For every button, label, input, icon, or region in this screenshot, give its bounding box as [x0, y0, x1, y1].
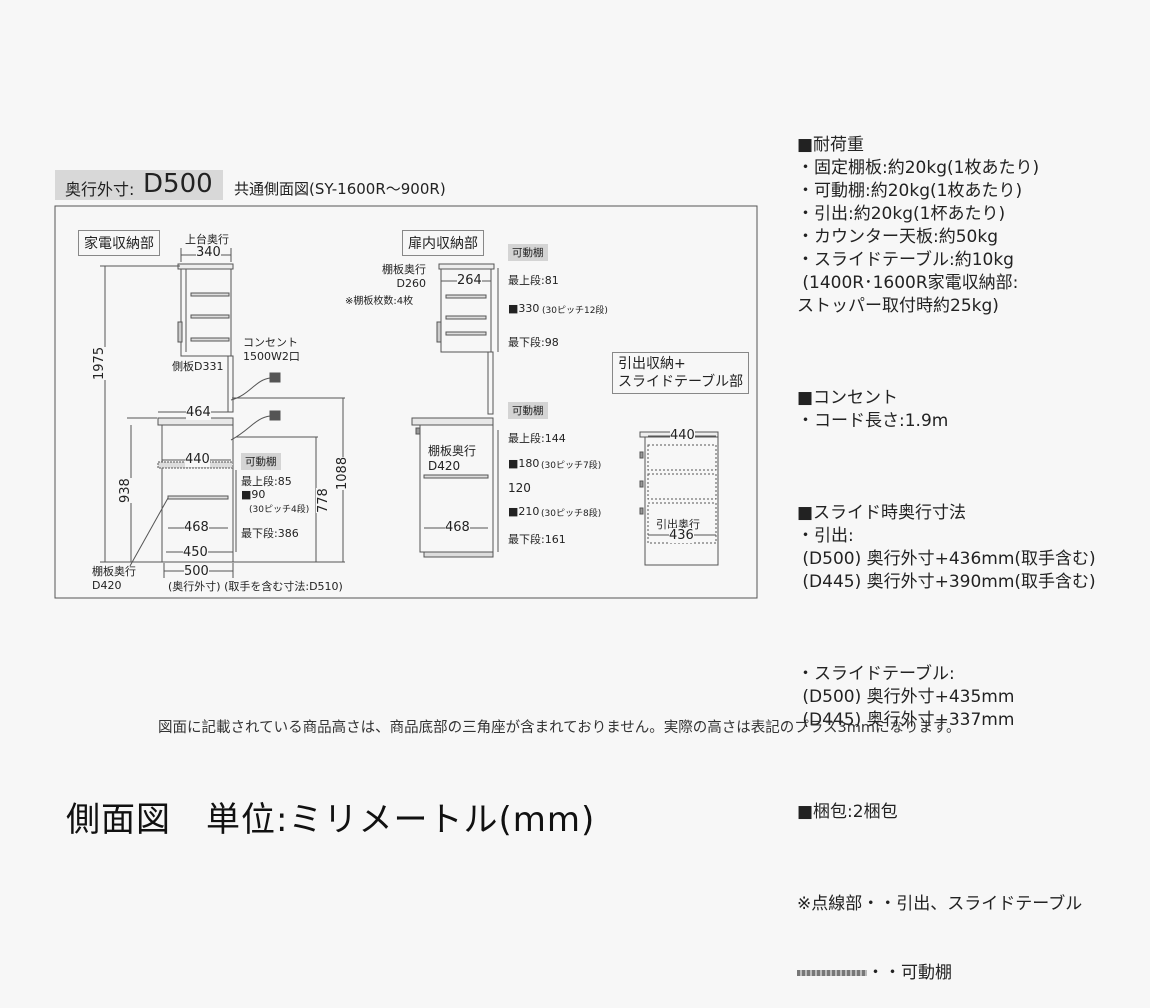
width-450: 450	[183, 545, 208, 560]
door-pitch-lower-b-note: (30ピッチ8段)	[541, 509, 602, 519]
depth-value: D500	[143, 169, 213, 199]
door-shelf-depth: 棚板奥行 D260	[382, 263, 426, 290]
spec-packing: ■梱包:2梱包	[797, 802, 898, 822]
diagram-subtitle: 共通側面図(SY-1600R〜900R)	[234, 180, 446, 198]
depth-label: 奥行外寸:	[65, 180, 135, 199]
door-pitch-lower-a: ■180	[508, 457, 540, 470]
door-h120: 120	[508, 481, 531, 495]
outer-depth-note: (奥行外寸) (取手を含む寸法:D510)	[168, 580, 343, 593]
door-pitch-lower-a-note: (30ピッチ7段)	[541, 461, 602, 471]
appliance-cabinet	[100, 248, 345, 578]
appliance-shelf-depth: 棚板奥行 D420	[92, 565, 136, 592]
depth-badge: 奥行外寸: D500	[55, 169, 223, 200]
dashed-line-sample	[797, 970, 867, 976]
movable-shelf-tag: 可動棚	[241, 453, 281, 470]
specifications: ■耐荷重 ・固定棚板:約20kg(1枚あたり) ・可動棚:約20kg(1枚あたり…	[797, 88, 1096, 1008]
outlet-label: コンセント 1500W2口	[243, 336, 300, 363]
section-door: 扉内収納部	[402, 230, 484, 256]
door-shelf-count: ※棚板枚数:4枚	[345, 296, 414, 307]
page-title: 側面図 単位:ミリメートル(mm)	[66, 800, 596, 840]
door-pitch-upper: ■330	[508, 302, 540, 315]
spec-outlet: ■コンセント ・コード長さ:1.9m	[797, 388, 949, 431]
appliance-pitch: ■90	[241, 488, 266, 501]
spec-slide-depth: ■スライド時奥行寸法 ・引出: (D500) 奥行外寸+436mm(取手含む) …	[797, 503, 1096, 592]
height-1975: 1975	[92, 346, 107, 380]
width-440: 440	[185, 452, 210, 467]
width-464: 464	[186, 405, 211, 420]
height-1088: 1088	[335, 456, 350, 490]
appliance-pitch-note: (30ピッチ4段)	[249, 505, 310, 515]
spec-slide-table: ・スライドテーブル: (D500) 奥行外寸+435mm (D445) 奥行外寸…	[797, 664, 1015, 730]
spec-load: ■耐荷重 ・固定棚板:約20kg(1枚あたり) ・可動棚:約20kg(1枚あたり…	[797, 135, 1040, 316]
height-778: 778	[316, 488, 331, 513]
appliance-top-row: 最上段:85	[241, 475, 292, 488]
footnote: 図面に記載されている商品高さは、商品底部の三角座が含まれておりません。実際の高さ…	[158, 720, 961, 736]
drawer-inner-depth: 引出奥行	[656, 518, 700, 531]
legend-movable: ・・可動棚	[797, 962, 1096, 985]
width-468: 468	[184, 520, 209, 535]
legend-movable-label: ・・可動棚	[867, 963, 952, 983]
section-appliance: 家電収納部	[78, 230, 160, 256]
section-drawer: 引出収納+ スライドテーブル部	[612, 352, 750, 394]
width-500: 500	[184, 564, 209, 579]
door-bottom-row-upper: 最下段:98	[508, 336, 559, 349]
diagram-frame	[54, 205, 758, 599]
side-panel-label: 側板D331	[172, 360, 224, 373]
drawer-width-440: 440	[670, 428, 695, 443]
drawer-inner-depth-value: 436	[669, 528, 694, 543]
door-bottom-row-lower: 最下段:161	[508, 533, 566, 546]
legend-dotted: ※点線部・・引出、スライドテーブル	[797, 894, 1083, 914]
door-lower-shelf-depth: 棚板奥行 D420	[428, 444, 477, 473]
door-cabinet	[411, 263, 499, 558]
appliance-bottom-row: 最下段:386	[241, 527, 299, 540]
door-movable-tag-top: 可動棚	[508, 244, 548, 261]
door-pitch-upper-note: (30ピッチ12段)	[542, 306, 608, 316]
top-depth-label: 上台奥行	[185, 233, 229, 246]
width-264: 264	[457, 273, 482, 288]
door-top-row-upper: 最上段:81	[508, 274, 559, 287]
door-pitch-lower-b: ■210	[508, 505, 540, 518]
door-movable-tag-low: 可動棚	[508, 402, 548, 419]
top-depth-value: 340	[196, 245, 221, 260]
drawer-cabinet	[639, 431, 719, 566]
door-width-468: 468	[445, 520, 470, 535]
door-top-row-lower: 最上段:144	[508, 432, 566, 445]
height-938: 938	[118, 478, 133, 503]
